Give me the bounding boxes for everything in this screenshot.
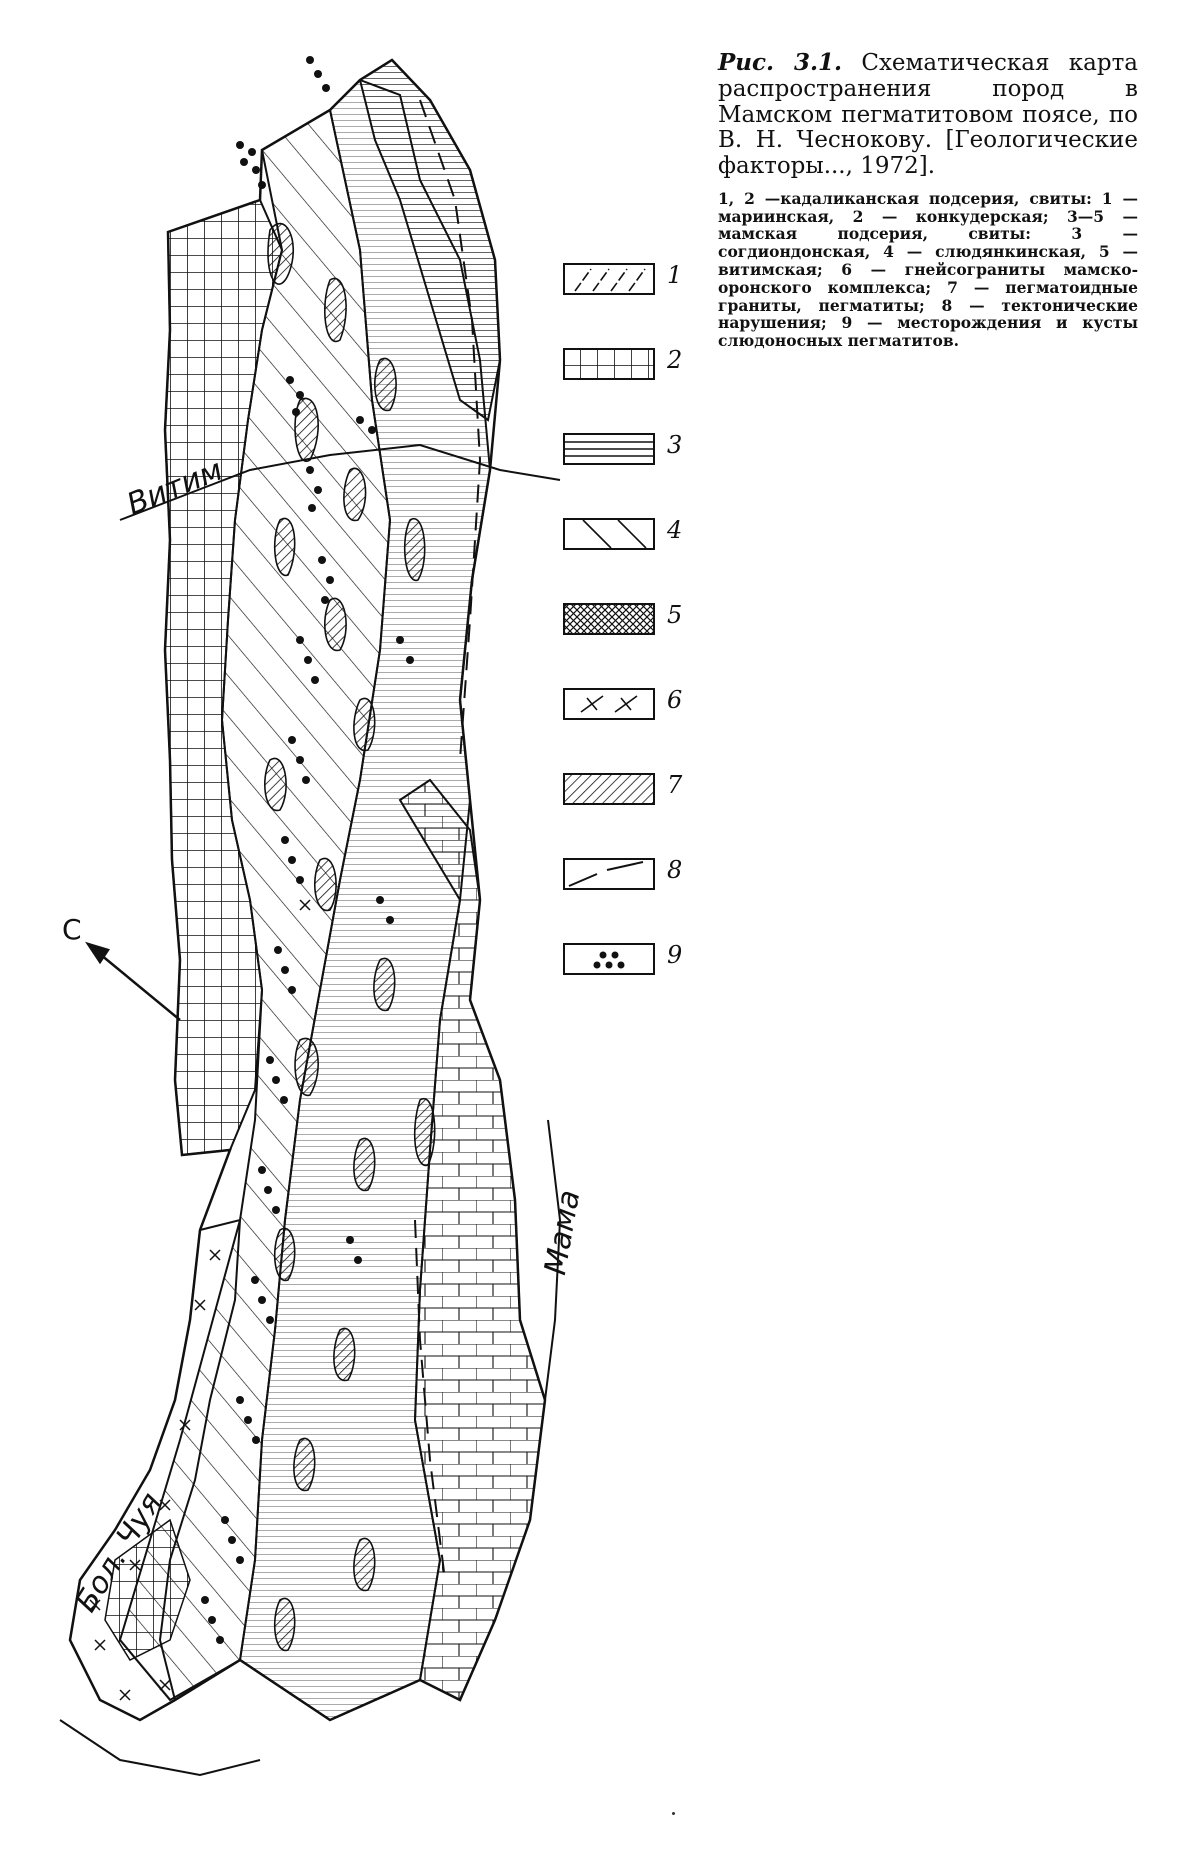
pegmatoid-bodies [264,222,436,1652]
legend-item-8: 8 [563,856,723,894]
bol-chuya-river [59,1719,261,1777]
legend-item-2: 2 [563,346,723,384]
legend-item-4: 4 [563,516,723,554]
mama-river [544,1119,562,1401]
legend-swatch-6 [563,688,655,720]
caption-title: Рис. 3.1. Схематическая карта распростра… [718,50,1138,180]
legend-item-3: 3 [563,431,723,469]
legend-number-4: 4 [667,516,683,544]
legend-swatch-7 [563,773,655,805]
legend-item-6: 6 [563,686,723,724]
legend-number-1: 1 [667,261,683,289]
legend-number-6: 6 [667,686,683,714]
figure-label: Рис. 3.1. [718,49,843,76]
legend-number-8: 8 [667,856,683,884]
pegmatite-deposits [201,56,414,1644]
north-arrow-label: С [62,913,82,946]
legend-swatch-2 [563,348,655,380]
caption-title-text: Схематическая карта распространения поро… [718,50,1139,179]
legend-item-9: 9 [563,941,723,979]
fault-lines [414,99,482,1581]
figure-caption: Рис. 3.1. Схематическая карта распростра… [718,50,1138,350]
legend-number-5: 5 [667,601,683,629]
formation-2-lower-patch [104,1518,191,1661]
legend-item-1: 1 [563,261,723,299]
page-speck [672,1812,675,1815]
legend-number-7: 7 [667,771,683,799]
legend-swatch-4 [563,518,655,550]
legend-swatch-1 [563,263,655,295]
caption-body: 1, 2 —кадаликанская подсерия, свиты: 1 —… [718,188,1138,351]
legend-item-7: 7 [563,771,723,809]
legend-swatch-5 [563,603,655,635]
legend-swatch-9 [563,943,655,975]
legend-swatch-3 [563,433,655,465]
belt-outline [68,58,547,1722]
legend-number-3: 3 [667,431,683,459]
vitim-river [119,443,561,521]
north-arrow [85,941,181,1021]
legend-swatch-8 [563,858,655,890]
legend-item-5: 5 [563,601,723,639]
legend-number-9: 9 [667,941,683,969]
legend-number-2: 2 [667,346,683,374]
